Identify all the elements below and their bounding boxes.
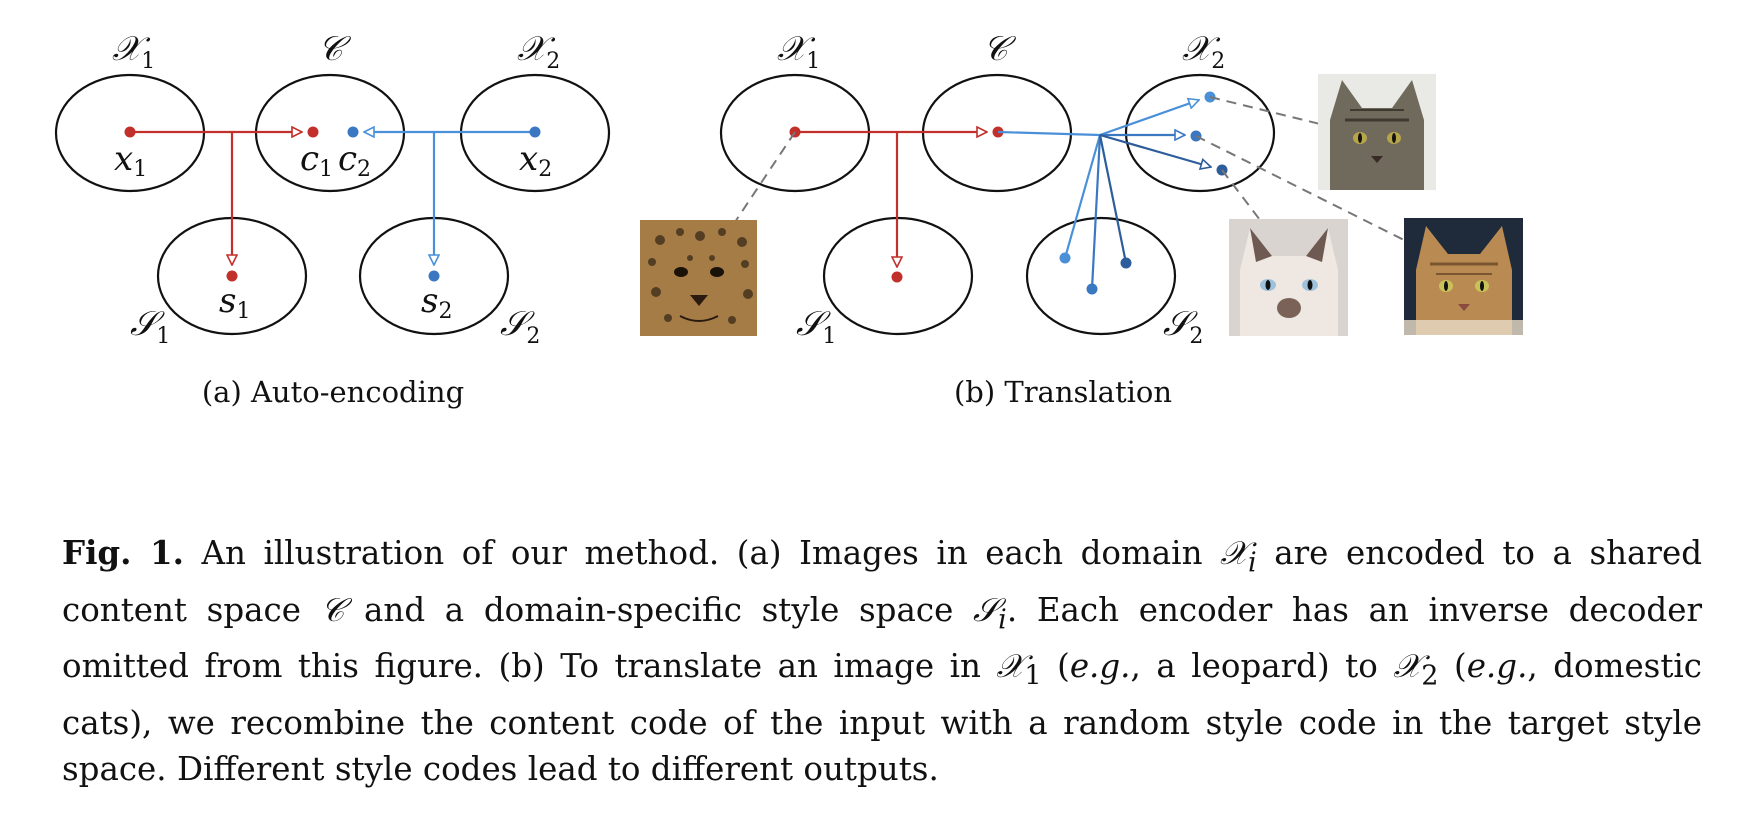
style-space-s2-ellipse-b bbox=[1025, 216, 1177, 336]
point-style-code-3 bbox=[1120, 257, 1132, 269]
tabby-connector bbox=[1209, 96, 1321, 125]
siamese-connector bbox=[1221, 169, 1261, 221]
style-code-1-line bbox=[1063, 134, 1102, 259]
decode-output-3-arrow bbox=[1099, 133, 1211, 167]
leopard-connector bbox=[734, 131, 796, 223]
label-x2: x2 bbox=[519, 139, 552, 182]
label-style-space-s2-b: 𝒮2 bbox=[1163, 304, 1203, 349]
point-s1 bbox=[226, 270, 238, 282]
figure-label: Fig. 1. bbox=[62, 533, 184, 572]
tabby-cat-image bbox=[1318, 74, 1436, 190]
label-content-space-b: 𝒞 bbox=[983, 29, 1017, 69]
label-domain-x1-b: 𝒳1 bbox=[777, 29, 820, 74]
style-code-3-line bbox=[1098, 134, 1128, 264]
domain-x2-ellipse-b bbox=[1124, 73, 1276, 193]
label-s2: s2 bbox=[421, 281, 452, 324]
orange-tabby-cat-image bbox=[1404, 218, 1523, 335]
label-style-space-s2: 𝒮2 bbox=[500, 304, 540, 349]
orange-cat-connector bbox=[1195, 135, 1405, 241]
figure-caption-text: Fig. 1. An illustration of our method. (… bbox=[62, 533, 1703, 788]
leopard-image bbox=[640, 220, 757, 336]
label-c1: c1 bbox=[300, 139, 333, 182]
point-c1 bbox=[307, 126, 319, 138]
caption-auto-encoding: (a) Auto-encoding bbox=[202, 375, 464, 409]
point-style-code-1 bbox=[1059, 252, 1071, 264]
label-style-space-s1-b: 𝒮1 bbox=[796, 304, 836, 349]
point-s2 bbox=[428, 270, 440, 282]
point-c2 bbox=[347, 126, 359, 138]
point-x1 bbox=[124, 126, 136, 138]
panel-a-auto-encoding: 𝒳1 𝒞 𝒳2 x1 c1 c2 x2 s1 s2 𝒮1 𝒮2 (a) Auto… bbox=[54, 29, 611, 409]
content-to-hub-line bbox=[997, 130, 1101, 137]
panel-b-translation: 𝒳1 𝒞 𝒳2 𝒮1 𝒮2 (b) Translation bbox=[640, 29, 1523, 409]
figure-caption: Fig. 1. An illustration of our method. (… bbox=[62, 530, 1702, 792]
label-style-space-s1: 𝒮1 bbox=[130, 304, 170, 349]
style-code-2-line bbox=[1090, 134, 1102, 290]
label-content-space: 𝒞 bbox=[318, 29, 352, 69]
label-domain-x1: 𝒳1 bbox=[112, 29, 155, 74]
label-s1: s1 bbox=[219, 281, 250, 324]
label-c2: c2 bbox=[338, 139, 371, 182]
caption-translation: (b) Translation bbox=[954, 375, 1172, 409]
point-style-code-2 bbox=[1086, 283, 1098, 295]
label-domain-x2: 𝒳2 bbox=[517, 29, 560, 74]
label-x1: x1 bbox=[114, 139, 147, 182]
point-input-style bbox=[891, 271, 903, 283]
label-domain-x2-b: 𝒳2 bbox=[1182, 29, 1225, 74]
point-x2 bbox=[529, 126, 541, 138]
decode-output-1-arrow bbox=[1099, 100, 1199, 137]
siamese-cat-image bbox=[1229, 219, 1348, 336]
